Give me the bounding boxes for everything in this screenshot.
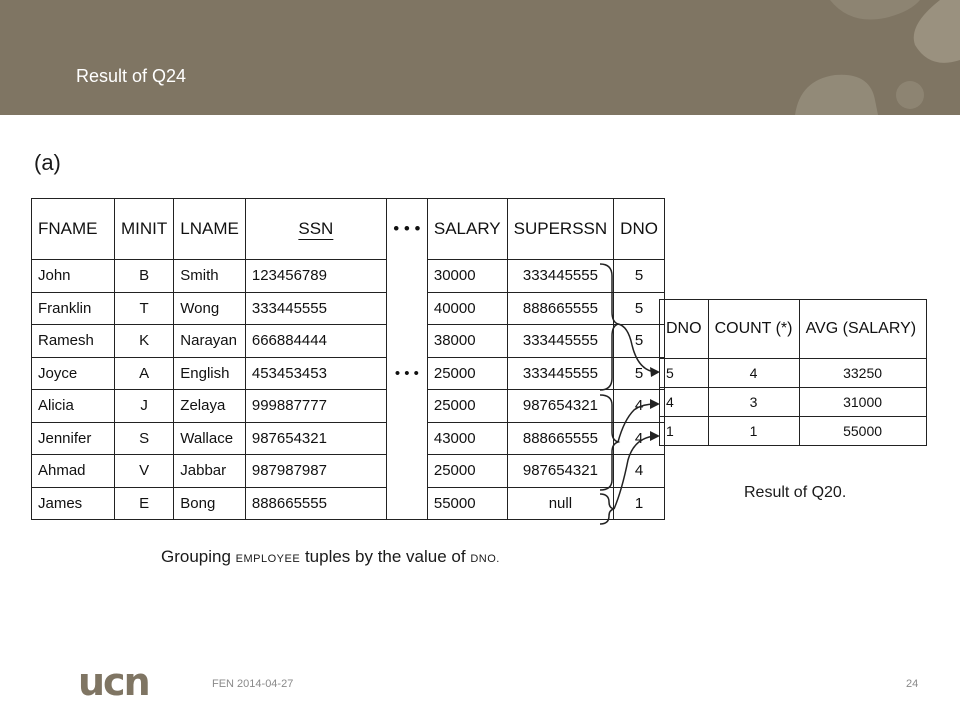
cell-dots xyxy=(385,292,428,325)
slide-header: Result of Q24 xyxy=(0,0,960,115)
header-minit: MINIT xyxy=(113,198,175,260)
result-header-row: DNO COUNT (*) AVG (SALARY) xyxy=(659,299,927,359)
arrowhead-dno-1 xyxy=(650,431,660,441)
cell-dots: • • • xyxy=(385,357,428,390)
result-header-dno: DNO xyxy=(659,299,709,359)
ucn-logo: ucn xyxy=(78,660,151,704)
result-cell-avg: 33250 xyxy=(798,358,927,388)
grouping-caption-dno: DNO. xyxy=(470,553,500,565)
figure-label: (a) xyxy=(34,150,61,175)
header-superssn: SUPERSSN xyxy=(506,198,615,260)
brace-dno-5 xyxy=(599,263,621,391)
cell-lname: Bong xyxy=(173,486,246,520)
brace-dno-4 xyxy=(599,394,621,491)
header-lname: LNAME xyxy=(173,198,246,260)
arrowhead-dno-5 xyxy=(650,367,660,377)
cell-fname: Franklin xyxy=(31,291,115,325)
cell-dno: 1 xyxy=(613,486,665,520)
cell-superssn: 333445555 xyxy=(506,324,615,358)
cell-dots xyxy=(385,487,428,520)
brace-dno-1 xyxy=(599,493,615,525)
cell-fname: John xyxy=(31,259,115,293)
result-header-count: COUNT (*) xyxy=(707,299,800,359)
arrow-dno-1 xyxy=(613,435,656,510)
header-dno: DNO xyxy=(613,198,665,260)
cell-ssn: 333445555 xyxy=(244,291,387,325)
cell-ssn: 453453453 xyxy=(244,356,387,390)
employee-table: FNAME MINIT LNAME SSN • • • SALARY SUPER… xyxy=(31,198,665,520)
cell-minit: E xyxy=(113,486,175,520)
cell-salary: 55000 xyxy=(426,486,508,520)
cell-ssn: 987654321 xyxy=(244,421,387,455)
cell-fname: Jennifer xyxy=(31,421,115,455)
arrow-dno-5 xyxy=(617,323,656,373)
cell-salary: 25000 xyxy=(426,454,508,488)
cell-fname: Alicia xyxy=(31,389,115,423)
grouping-caption-employee: EMPLOYEE xyxy=(235,553,301,565)
cell-dots xyxy=(385,324,428,357)
cell-minit: T xyxy=(113,291,175,325)
cell-salary: 25000 xyxy=(426,356,508,390)
cell-lname: Smith xyxy=(173,259,246,293)
cell-ssn: 999887777 xyxy=(244,389,387,423)
cell-dots xyxy=(385,454,428,487)
grouping-caption-pre: Grouping xyxy=(161,547,231,566)
cell-dots xyxy=(385,389,428,422)
cell-dots xyxy=(385,422,428,455)
cell-minit: B xyxy=(113,259,175,293)
cell-lname: English xyxy=(173,356,246,390)
cell-superssn: 987654321 xyxy=(506,454,615,488)
header-salary: SALARY xyxy=(426,198,508,260)
cell-minit: S xyxy=(113,421,175,455)
cell-ssn: 888665555 xyxy=(244,486,387,520)
employee-header-row: FNAME MINIT LNAME SSN • • • SALARY SUPER… xyxy=(31,198,665,260)
result-header-avg: AVG (SALARY) xyxy=(798,299,927,359)
result-cell-dno: 5 xyxy=(659,358,709,388)
header-fname: FNAME xyxy=(31,198,115,260)
arrow-dno-4 xyxy=(617,403,656,443)
result-cell-avg: 31000 xyxy=(798,387,927,417)
header-ssn-label: SSN xyxy=(298,219,334,238)
cell-dno: 5 xyxy=(613,259,665,293)
header-dots: • • • xyxy=(385,198,428,260)
slide-title: Result of Q24 xyxy=(76,66,187,86)
cell-superssn: null xyxy=(506,486,615,520)
cell-lname: Narayan xyxy=(173,324,246,358)
grouping-caption-mid: tuples by the value of xyxy=(304,547,466,566)
arrowhead-dno-4 xyxy=(650,399,660,409)
cell-minit: V xyxy=(113,454,175,488)
cell-lname: Wong xyxy=(173,291,246,325)
result-cell-avg: 55000 xyxy=(798,416,927,446)
decorative-shapes-icon xyxy=(795,0,960,115)
result-cell-dno: 1 xyxy=(659,416,709,446)
cell-dots xyxy=(385,259,428,292)
footer-date: FEN 2014-04-27 xyxy=(212,678,294,690)
header-ssn: SSN xyxy=(244,198,387,260)
result-cell-count: 1 xyxy=(707,416,800,446)
cell-superssn: 333445555 xyxy=(506,356,615,390)
result-caption: Result of Q20. xyxy=(744,484,847,501)
page-number: 24 xyxy=(906,678,919,690)
cell-ssn: 123456789 xyxy=(244,259,387,293)
cell-fname: James xyxy=(31,486,115,520)
result-cell-dno: 4 xyxy=(659,387,709,417)
cell-salary: 38000 xyxy=(426,324,508,358)
cell-salary: 25000 xyxy=(426,389,508,423)
grouping-caption: Grouping EMPLOYEE tuples by the value of… xyxy=(161,547,500,567)
cell-lname: Jabbar xyxy=(173,454,246,488)
